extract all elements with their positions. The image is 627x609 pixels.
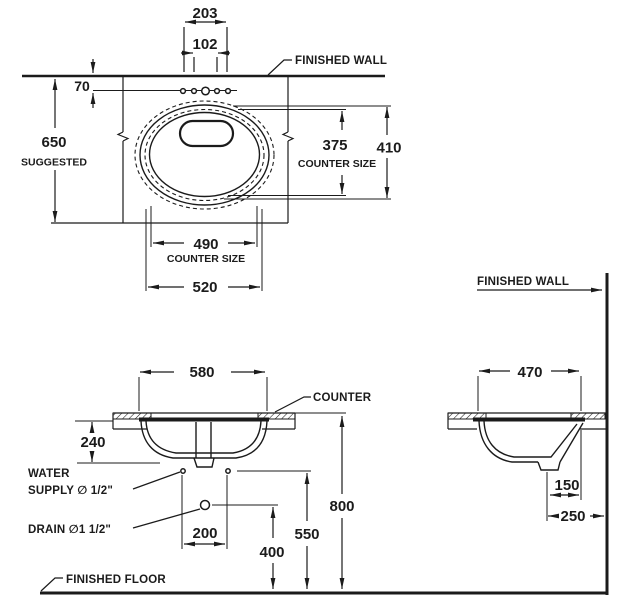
top-view: FINISHED WALL <box>21 5 401 296</box>
dim-102-value: 102 <box>192 36 217 53</box>
water-supply-point-right <box>225 468 231 474</box>
break-symbol-right <box>281 131 295 142</box>
dim-150: 150 <box>546 430 582 521</box>
dim-70: 70 <box>74 59 96 108</box>
dim-410-value: 410 <box>376 140 401 157</box>
drain-label: DRAIN ∅1 1/2" <box>28 524 111 536</box>
floor: FINISHED FLOOR <box>40 574 609 595</box>
dim-800-value: 800 <box>329 498 354 515</box>
counter-front <box>112 412 296 430</box>
dim-250-value: 250 <box>560 508 585 525</box>
dim-650: 650 SUGGESTED <box>21 79 87 222</box>
front-view: 580 COUNTER 240 WATER SUPPLY ∅ 1/2" <box>28 364 609 595</box>
drain: DRAIN ∅1 1/2" <box>28 499 278 536</box>
dim-240-value: 240 <box>80 434 105 451</box>
basin-rim-side <box>473 417 585 422</box>
dim-70-value: 70 <box>74 78 90 94</box>
dim-240: 240 <box>75 420 160 464</box>
faucet-holes <box>93 86 237 96</box>
water-supply-point-left <box>180 468 186 474</box>
dim-490-value: 490 <box>193 236 218 253</box>
dim-580: 580 <box>138 364 268 411</box>
water-supply-label-1: WATER <box>28 468 70 480</box>
counter-label: COUNTER <box>313 392 372 404</box>
side-view: 470 150 250 <box>447 364 606 525</box>
dim-150-value: 150 <box>554 477 579 494</box>
dim-470: 470 <box>477 364 582 411</box>
finished-wall-callout-right: FINISHED WALL <box>477 276 602 293</box>
dim-375: 375 COUNTER SIZE <box>298 111 376 194</box>
dim-550: 550 <box>294 473 320 589</box>
dim-520: 520 <box>145 209 263 296</box>
drain-outlet-front <box>193 457 215 468</box>
dim-520-value: 520 <box>192 279 217 296</box>
drain-outlet-side <box>537 461 561 471</box>
basin-side <box>478 420 584 471</box>
dim-490: 490 COUNTER SIZE <box>150 206 258 265</box>
dim-550-value: 550 <box>294 526 319 543</box>
water-supply: WATER SUPPLY ∅ 1/2" <box>28 468 311 497</box>
dim-400-value: 400 <box>259 544 284 561</box>
finished-wall-callout-top: FINISHED WALL <box>267 55 387 76</box>
dim-650-note: SUGGESTED <box>21 157 87 169</box>
counter-side <box>447 412 606 430</box>
dim-200-value: 200 <box>192 525 217 542</box>
dim-102: 102 <box>181 36 230 72</box>
counter-callout: COUNTER <box>274 392 372 413</box>
basin-front <box>140 420 268 468</box>
basin-plan <box>134 100 275 210</box>
dim-580-value: 580 <box>189 364 214 381</box>
dim-650-value: 650 <box>41 134 66 151</box>
counter-outline-top <box>51 77 295 224</box>
finished-wall-label-top: FINISHED WALL <box>295 55 387 67</box>
dim-470-value: 470 <box>517 364 542 381</box>
counter-size-label-right: COUNTER SIZE <box>298 158 376 170</box>
overflow-slot <box>178 119 235 148</box>
dim-200: 200 <box>181 475 228 549</box>
break-symbol-left <box>116 131 130 142</box>
dim-800: 800 <box>295 412 355 589</box>
cutout-extension-lines-right <box>224 105 391 200</box>
drain-point <box>199 499 211 511</box>
side-wall: FINISHED WALL <box>477 273 609 595</box>
dim-203-value: 203 <box>192 5 217 22</box>
center-faucet-hole <box>200 86 211 96</box>
dim-410: 410 <box>376 107 402 198</box>
dim-375-value: 375 <box>322 137 347 154</box>
basin-rim-front <box>139 417 269 422</box>
finished-floor-label: FINISHED FLOOR <box>66 574 166 586</box>
dim-250: 250 <box>548 508 604 525</box>
finished-wall-label-right: FINISHED WALL <box>477 276 569 288</box>
dim-203: 203 <box>183 5 228 72</box>
counter-size-label-bottom: COUNTER SIZE <box>167 253 245 265</box>
dim-400: 400 <box>259 507 285 589</box>
water-supply-label-2: SUPPLY ∅ 1/2" <box>28 485 113 497</box>
